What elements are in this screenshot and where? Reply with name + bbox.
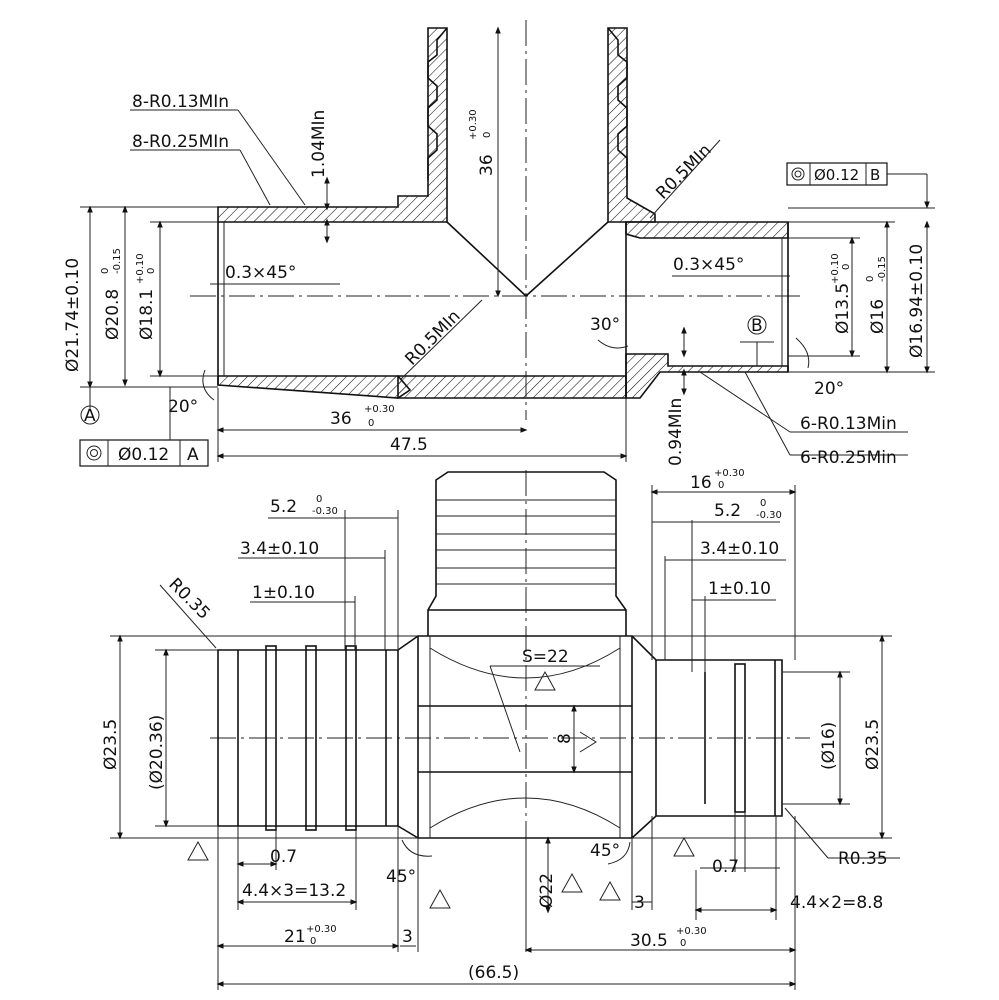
svg-text:+0.30: +0.30: [676, 926, 707, 937]
svg-text:-0.15: -0.15: [112, 248, 123, 274]
svg-text:0: 0: [718, 480, 724, 491]
svg-text:-0.30: -0.30: [756, 510, 782, 521]
dim-52-right: 5.2: [714, 501, 741, 521]
angle-45-left: 45°: [386, 867, 416, 887]
right-barb-outline: [631, 635, 783, 839]
datum-b: B: [751, 316, 763, 336]
svg-text:+0.10: +0.10: [135, 253, 146, 284]
left-bottom-wall: [217, 375, 412, 399]
datum-a: A: [84, 406, 96, 426]
branch-right-wall: [607, 27, 656, 223]
dim-132: 4.4×3=13.2: [242, 881, 346, 901]
dim-16-top: 16: [690, 473, 712, 493]
svg-text:-0.30: -0.30: [312, 506, 338, 517]
dim-od-left: Ø21.74±0.10: [63, 258, 83, 372]
angle-20-left: 20°: [168, 397, 198, 417]
svg-text:0: 0: [865, 276, 876, 282]
dim-21: 21: [284, 927, 306, 947]
dim-od-right: Ø16.94±0.10: [907, 244, 927, 358]
angle-20-right: 20°: [814, 379, 844, 399]
dim-id-right: Ø13.5: [833, 283, 853, 334]
note-r013-right: 6-R0.13Min: [800, 414, 897, 434]
chamfer-left: 0.3×45°: [225, 263, 296, 283]
dim-235-right: Ø23.5: [863, 719, 883, 770]
svg-text:0: 0: [368, 418, 374, 429]
dim-07-left: 0.7: [270, 847, 297, 867]
dim-36-bottom: 36: [330, 409, 352, 429]
note-r05-right: R0.5MIn: [652, 140, 715, 203]
fcf-bottom: Ø0.12 A: [79, 387, 209, 467]
svg-text:+0.30: +0.30: [468, 109, 479, 140]
dim-305: 30.5: [630, 931, 668, 951]
branch-barb-outline: [427, 471, 627, 636]
right-bottom-wall: [625, 353, 789, 399]
svg-text:B: B: [870, 166, 880, 184]
dim-22: Ø22: [537, 873, 557, 908]
svg-text:0: 0: [100, 268, 111, 274]
svg-text:0: 0: [482, 132, 493, 138]
dim-07-right: 0.7: [712, 857, 739, 877]
dim-id-left: Ø18.1: [137, 289, 157, 340]
angle-45-right: 45°: [590, 841, 620, 861]
dim-wall-bottom: 0.94MIn: [666, 398, 686, 466]
svg-text:A: A: [187, 445, 199, 465]
dim-665: (66.5): [468, 963, 519, 983]
left-barb-outline: [217, 635, 419, 839]
dim-475: 47.5: [390, 435, 428, 455]
svg-text:0: 0: [680, 938, 686, 949]
note-r05-inner: R0.5MIn: [401, 306, 464, 369]
svg-text:0: 0: [146, 268, 157, 274]
dim-16-paren: (Ø16): [819, 722, 839, 770]
bottom-center-wall: [397, 375, 627, 399]
note-r035-right: R0.35: [838, 849, 888, 869]
svg-text:0: 0: [760, 498, 766, 509]
svg-text:0: 0: [316, 494, 322, 505]
dim-52-left: 5.2: [270, 497, 297, 517]
svg-text:-0.15: -0.15: [877, 256, 888, 282]
dim-3-right: 3: [634, 893, 645, 913]
dim-2036: (Ø20.36): [147, 715, 167, 790]
fcf-top: Ø0.12 B: [786, 162, 930, 209]
right-top-wall: [625, 221, 789, 239]
dim-branch-len: 36: [477, 154, 497, 176]
note-r025-left: 8-R0.25MIn: [132, 132, 229, 152]
svg-text:+0.30: +0.30: [364, 404, 395, 415]
branch-barb-right: [607, 27, 628, 180]
dim-s22: S=22: [522, 647, 569, 667]
dim-1-left: 1±0.10: [252, 583, 315, 603]
svg-text:Ø0.12: Ø0.12: [118, 445, 169, 465]
svg-text:+0.30: +0.30: [306, 924, 337, 935]
chamfer-right: 0.3×45°: [673, 255, 744, 275]
note-r013-left: 8-R0.13MIn: [132, 92, 229, 112]
svg-text:+0.30: +0.30: [714, 468, 745, 479]
bottom-elevation-view: Ø23.5 (Ø20.36) R0.35 5.2 0 -0.30 3.4±0.1…: [101, 468, 900, 990]
dim-od2-left: Ø20.8: [103, 289, 123, 340]
svg-text:0: 0: [310, 936, 316, 947]
dim-34-left: 3.4±0.10: [240, 539, 319, 559]
left-top-wall: [217, 27, 448, 223]
angle-30: 30°: [590, 315, 620, 335]
dim-wall-top: 1.04MIn: [309, 110, 329, 178]
dim-235-left: Ø23.5: [101, 719, 121, 770]
dim-88: 4.4×2=8.8: [790, 893, 883, 913]
note-r025-right: 6-R0.25Min: [800, 448, 897, 468]
svg-text:+0.10: +0.10: [830, 253, 841, 284]
dim-34-right: 3.4±0.10: [700, 539, 779, 559]
dim-8: 8: [555, 733, 575, 744]
svg-text:0: 0: [841, 264, 852, 270]
branch-barb-left: [427, 27, 448, 180]
svg-text:Ø0.12: Ø0.12: [814, 166, 859, 184]
top-section-view: Ø21.74±0.10 Ø20.8 0 -0.15 Ø18.1 +0.10 0 …: [63, 20, 935, 468]
dim-1-right: 1±0.10: [708, 579, 771, 599]
dim-3-left: 3: [402, 927, 413, 947]
dim-od2-right: Ø16: [868, 299, 888, 334]
